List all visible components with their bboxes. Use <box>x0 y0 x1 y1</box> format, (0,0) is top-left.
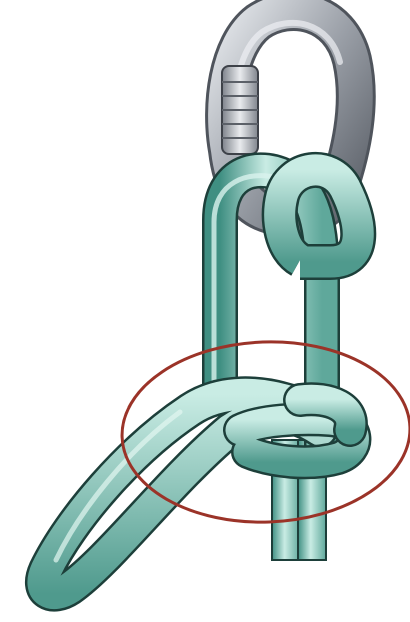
screw-gate-sleeve-icon <box>222 66 258 154</box>
knot-wrap <box>240 399 354 462</box>
